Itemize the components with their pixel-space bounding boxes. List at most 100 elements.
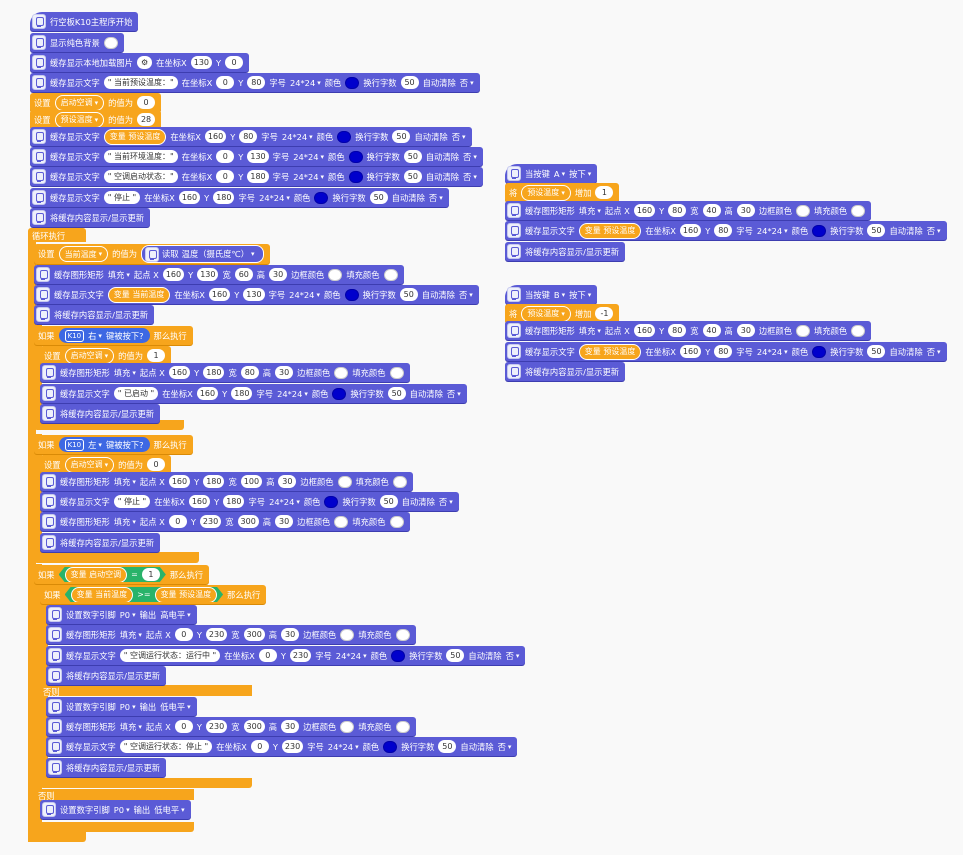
font-size-dropdown[interactable]: 24*24 [328,742,359,752]
auto-clear-dropdown[interactable]: 否 [463,151,477,163]
text-input[interactable]: " 停止 " [113,495,151,508]
if-left-key-block[interactable]: 如果 K10 左 键被按下? 那么执行 [34,435,193,454]
color-swatch-white[interactable] [334,366,349,379]
k10-main-start-block[interactable]: 行空板K10主程序开始 [30,12,139,31]
variable-dropdown[interactable]: 预设温度 [521,305,571,322]
x-input[interactable]: 160 [168,366,191,379]
y-input[interactable]: 180 [247,170,269,183]
set-digital-pin-block[interactable]: 设置数字引脚 P0 输出 低电平 [40,800,191,819]
color-swatch-white[interactable] [340,720,355,733]
pin-dropdown[interactable]: P0 [114,805,130,815]
color-swatch-white[interactable] [103,36,118,49]
color-swatch-blue[interactable] [314,191,329,204]
width-input[interactable]: 300 [243,720,265,733]
text-input[interactable]: " 当前环境温度：" [103,150,178,163]
y-input[interactable]: 180 [231,387,253,400]
auto-clear-dropdown[interactable]: 否 [927,225,941,237]
value-input[interactable]: 0 [147,458,166,471]
color-swatch-blue[interactable] [324,495,339,508]
display-update-block[interactable]: 将缓存内容显示/显示更新 [34,305,155,324]
value-input[interactable]: -1 [595,307,614,320]
cache-text-block[interactable]: 缓存显示文字 " 停止 " 在坐标X 160 Y 180 字号 24*24 颜色… [40,492,459,511]
key-dropdown[interactable]: B [554,290,565,300]
wrap-input[interactable]: 50 [379,495,398,508]
width-input[interactable]: 300 [237,515,259,528]
font-size-dropdown[interactable]: 24*24 [259,193,290,203]
height-input[interactable]: 30 [736,324,755,337]
x-input[interactable]: 160 [679,345,702,358]
wrap-input[interactable]: 50 [399,288,418,301]
cache-rect-block[interactable]: 缓存图形矩形 填充 起点 X 0 Y 230 宽 300 高 30 边框颜色 填… [46,625,416,644]
equals-condition[interactable]: 变量 启动空调 = 1 [59,567,166,582]
x-input[interactable]: 160 [178,191,201,204]
cache-text-block[interactable]: 缓存显示文字 " 空调运行状态：停止 " 在坐标X 0 Y 230 字号 24*… [46,737,518,756]
width-input[interactable]: 80 [240,366,259,379]
auto-clear-dropdown[interactable]: 否 [447,388,461,400]
font-size-dropdown[interactable]: 24*24 [757,347,788,357]
color-swatch-white[interactable] [851,204,866,217]
forever-loop-label[interactable]: 循环执行 [32,231,66,241]
text-input[interactable]: " 当前预设温度：" [103,76,178,89]
color-swatch-white[interactable] [392,475,407,488]
color-swatch-blue[interactable] [348,150,363,163]
x-input[interactable]: 0 [174,720,193,733]
auto-clear-dropdown[interactable]: 否 [452,131,466,143]
x-input[interactable]: 160 [188,495,211,508]
variable-dropdown[interactable]: 预设温度 [521,184,571,201]
x-input[interactable]: 0 [250,740,269,753]
y-input[interactable]: 230 [199,515,222,528]
wrap-input[interactable]: 50 [438,740,457,753]
color-swatch-white[interactable] [395,628,410,641]
color-swatch-blue[interactable] [812,345,827,358]
color-swatch-white[interactable] [389,515,404,528]
fill-mode-dropdown[interactable]: 填充 [579,205,601,217]
x-input[interactable]: 160 [679,224,702,237]
color-swatch-white[interactable] [334,515,349,528]
color-swatch-white[interactable] [395,720,410,733]
display-update-block[interactable]: 将缓存内容显示/显示更新 [40,533,161,552]
variable-dropdown[interactable]: 启动空调 [54,94,105,111]
display-update-block[interactable]: 将缓存内容显示/显示更新 [30,208,151,227]
y-input[interactable]: 230 [205,628,228,641]
color-swatch-white[interactable] [389,366,404,379]
y-input[interactable]: 230 [289,649,312,662]
color-swatch-blue[interactable] [345,76,360,89]
cache-rect-block[interactable]: 缓存图形矩形 填充 起点 X 160 Y 130 宽 60 高 30 边框颜色 … [34,265,404,284]
fill-mode-dropdown[interactable]: 填充 [108,269,130,281]
width-input[interactable]: 60 [234,268,253,281]
wrap-input[interactable]: 50 [369,191,388,204]
cache-rect-block[interactable]: 缓存图形矩形 填充 起点 X 160 Y 80 宽 40 高 30 边框颜色 填… [505,201,872,220]
variable-reporter[interactable]: 变量 预设温度 [155,587,218,603]
fill-mode-dropdown[interactable]: 填充 [120,721,142,733]
text-input[interactable]: " 空调运行状态：运行中 " [119,649,221,662]
y-input[interactable]: 80 [714,224,733,237]
pin-dropdown[interactable]: P0 [120,702,136,712]
y-input[interactable]: 230 [281,740,304,753]
cache-text-block[interactable]: 缓存显示文字 " 空调启动状态：" 在坐标X 0 Y 180 字号 24*24 … [30,167,483,186]
when-key-b-pressed-block[interactable]: 当按键 B 按下 [505,285,598,304]
x-input[interactable]: 0 [168,515,187,528]
auto-clear-dropdown[interactable]: 否 [460,77,474,89]
x-input[interactable]: 160 [196,387,219,400]
wrap-input[interactable]: 50 [867,224,886,237]
auto-clear-dropdown[interactable]: 否 [439,496,453,508]
display-update-block[interactable]: 将缓存内容显示/显示更新 [505,362,626,381]
cache-text-block[interactable]: 缓存显示文字 " 当前环境温度：" 在坐标X 0 Y 130 字号 24*24 … [30,147,483,166]
sensor-dropdown[interactable]: 温度（摄氏度℃） [182,248,255,260]
height-input[interactable]: 30 [275,366,294,379]
font-size-dropdown[interactable]: 24*24 [336,651,367,661]
display-update-block[interactable]: 将缓存内容显示/显示更新 [505,242,626,261]
cache-text-block[interactable]: 缓存显示文字 变量 预设温度 在坐标X 160 Y 80 字号 24*24 颜色… [505,221,947,240]
set-var-block[interactable]: 设置 预设温度 的值为 28 [30,110,162,129]
height-input[interactable]: 30 [278,475,297,488]
color-swatch-blue[interactable] [348,170,363,183]
color-swatch-white[interactable] [796,324,811,337]
y-input[interactable]: 0 [225,56,244,69]
color-swatch-white[interactable] [796,204,811,217]
font-size-dropdown[interactable]: 24*24 [277,389,308,399]
height-input[interactable]: 30 [736,204,755,217]
wrap-input[interactable]: 50 [387,387,406,400]
y-input[interactable]: 130 [243,288,265,301]
font-size-dropdown[interactable]: 24*24 [282,132,313,142]
color-swatch-blue[interactable] [332,387,347,400]
